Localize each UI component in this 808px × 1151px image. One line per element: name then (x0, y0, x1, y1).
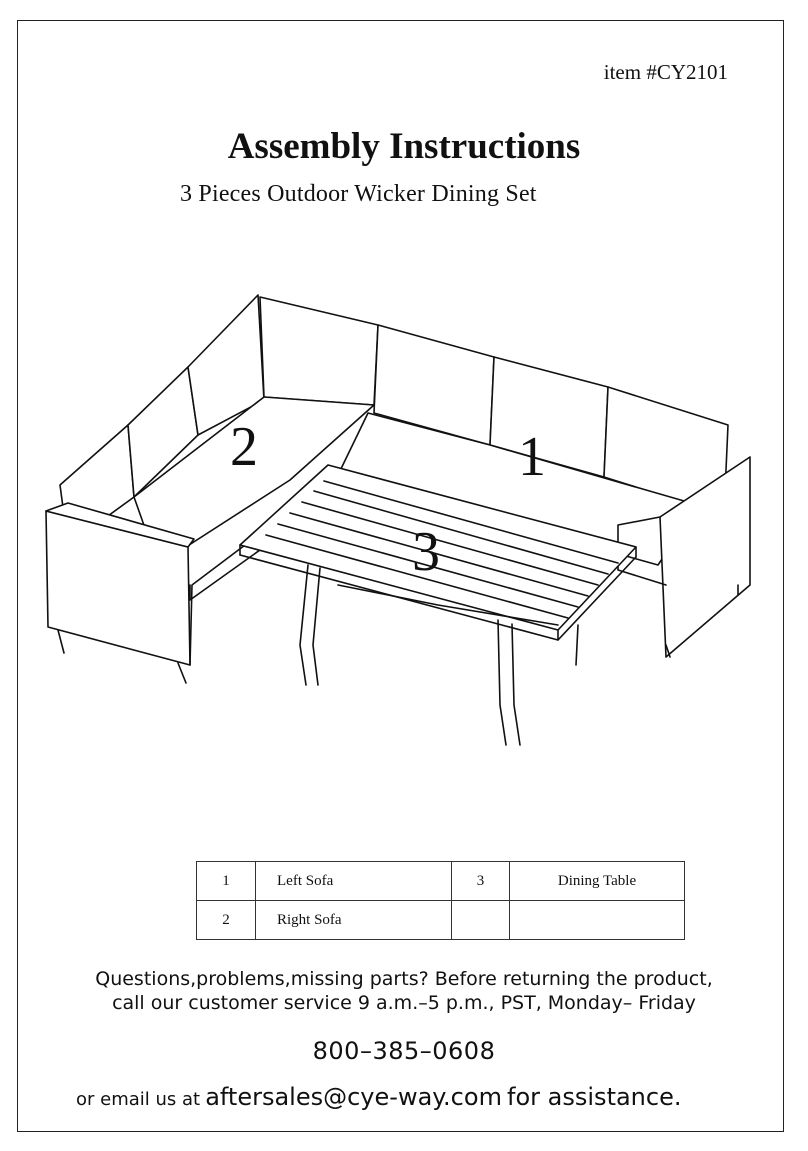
item-number: item #CY2101 (603, 60, 728, 84)
part-name (509, 900, 685, 940)
email-line: or email us at aftersales@cye-way.com fo… (76, 1083, 681, 1111)
email-prefix: or email us at (76, 1089, 201, 1110)
label-left-sofa: 2 (230, 416, 258, 478)
page-border (17, 20, 784, 1132)
part-name: Dining Table (509, 861, 685, 901)
furniture-illustration: 1 2 3 (45, 294, 751, 746)
parts-table: 1 Left Sofa 3 Dining Table 2 Right Sofa (196, 861, 685, 940)
email-suffix: for assistance. (507, 1083, 682, 1111)
table-row: 1 Left Sofa 3 Dining Table (196, 861, 685, 901)
label-right-sofa: 1 (518, 426, 546, 488)
left-sofa-drawing (45, 294, 379, 684)
part-name: Left Sofa (255, 861, 452, 901)
email-address-link[interactable]: aftersales@cye-way.com (205, 1083, 502, 1111)
table-row: 2 Right Sofa (196, 900, 685, 940)
right-sofa-drawing (337, 324, 751, 658)
support-question-line: Questions,problems,missing parts? Before… (95, 968, 713, 990)
dining-table-drawing (239, 464, 637, 746)
part-number: 1 (196, 861, 256, 901)
part-name: Right Sofa (255, 900, 452, 940)
page-subtitle: 3 Pieces Outdoor Wicker Dining Set (180, 181, 537, 207)
part-number: 3 (451, 861, 510, 901)
page-title: Assembly Instructions (227, 126, 581, 167)
label-dining-table: 3 (412, 521, 440, 583)
part-number: 2 (196, 900, 256, 940)
support-hours-line: call our customer service 9 a.m.–5 p.m.,… (112, 992, 696, 1014)
support-phone: 800–385–0608 (312, 1037, 496, 1065)
part-number (451, 900, 510, 940)
